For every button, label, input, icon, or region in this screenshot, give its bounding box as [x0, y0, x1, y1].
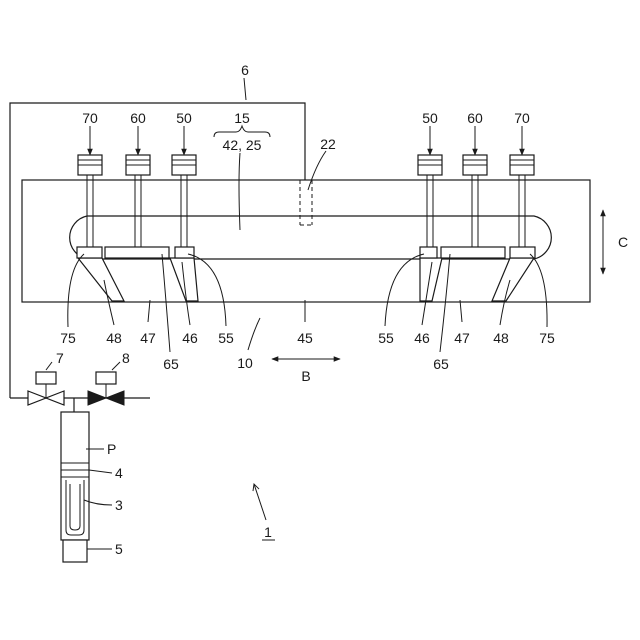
label-45: 45: [297, 330, 313, 346]
label-75-left: 75: [60, 330, 76, 346]
block-65-left: [105, 247, 169, 258]
nozzle-48-left: [78, 258, 124, 301]
label-55-left: 55: [218, 330, 234, 346]
leader-22: [308, 151, 326, 190]
label-3: 3: [115, 497, 123, 513]
label-5: 5: [115, 541, 123, 557]
leader-8: [112, 362, 120, 370]
nozzle-46-right: [420, 258, 442, 301]
label-C: C: [618, 234, 628, 250]
label-10: 10: [237, 355, 253, 371]
label-8: 8: [122, 350, 130, 366]
nozzle-48-right: [492, 258, 534, 301]
block-75-right: [510, 247, 535, 258]
label-46-right: 46: [414, 330, 430, 346]
arrow-1: [254, 484, 266, 520]
label-48-left: 48: [106, 330, 122, 346]
block-55-left: [175, 247, 194, 258]
leader-10: [248, 318, 260, 350]
valve-8: [88, 372, 124, 405]
leader-6: [244, 78, 246, 100]
leader-75-left: [68, 254, 84, 327]
leader-65-right: [440, 254, 450, 352]
actuator-60-left: [126, 155, 150, 247]
leader-7: [46, 362, 52, 370]
actuator-60-right: [463, 155, 487, 247]
label-70-right: 70: [514, 110, 530, 126]
label-60-left: 60: [130, 110, 146, 126]
label-65-right: 65: [433, 356, 449, 372]
actuator-50-left: [172, 155, 196, 247]
label-75-right: 75: [539, 330, 555, 346]
actuator-70-left: [78, 155, 102, 247]
label-55-right: 55: [378, 330, 394, 346]
leader-4: [89, 470, 112, 473]
leader-75-right: [530, 254, 547, 327]
label-22: 22: [320, 136, 336, 152]
label-7: 7: [56, 350, 64, 366]
cylinder-assembly: [61, 412, 89, 562]
label-47-right: 47: [454, 330, 470, 346]
brace-15: [214, 126, 270, 137]
label-70-left: 70: [82, 110, 98, 126]
block-55-right: [420, 247, 437, 258]
label-65-left: 65: [163, 356, 179, 372]
label-50-left: 50: [176, 110, 192, 126]
label-P: P: [107, 441, 116, 457]
leader-15: [239, 153, 240, 230]
label-46-left: 46: [182, 330, 198, 346]
actuator-70-right: [510, 155, 534, 247]
block-75-left: [77, 247, 102, 258]
leader-47-left: [148, 300, 150, 322]
actuator-50-right: [418, 155, 442, 247]
leader-55-right: [385, 254, 424, 326]
leader-65-left: [162, 254, 170, 352]
label-6: 6: [241, 62, 249, 78]
label-50-right: 50: [422, 110, 438, 126]
label-42-25: 42, 25: [223, 137, 262, 153]
block-65-right: [441, 247, 505, 258]
label-60-right: 60: [467, 110, 483, 126]
label-B: B: [301, 368, 310, 384]
leader-47-right: [460, 300, 462, 322]
label-1: 1: [264, 524, 272, 540]
label-15: 15: [234, 110, 250, 126]
label-47-left: 47: [140, 330, 156, 346]
valve-7: [28, 372, 64, 405]
label-48-right: 48: [493, 330, 509, 346]
label-4: 4: [115, 465, 123, 481]
